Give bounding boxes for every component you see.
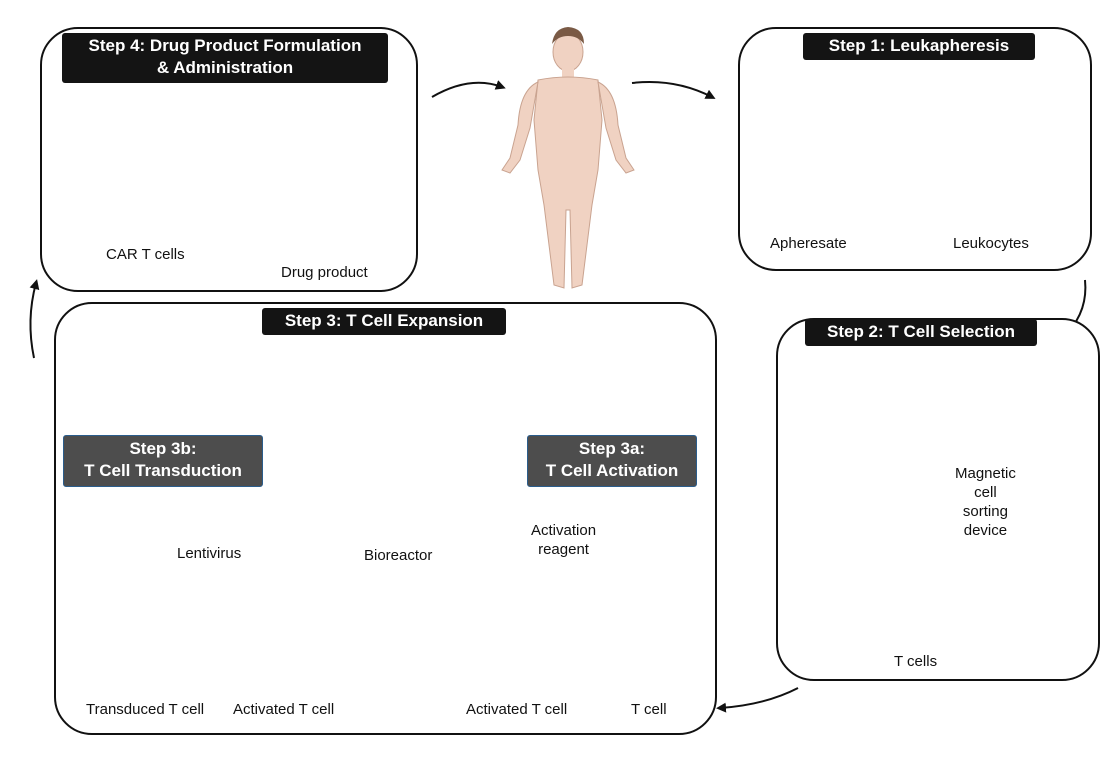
step1-title: Step 1: Leukapheresis — [803, 33, 1035, 60]
leukocytes-label: Leukocytes — [953, 235, 1029, 252]
lentivirus-label: Lentivirus — [177, 545, 242, 562]
step3a-title-line1: Step 3a: — [578, 439, 646, 458]
device-label-line1: Magnetic — [955, 465, 1016, 482]
drug-product-label: Drug product — [281, 264, 368, 281]
step3-title: Step 3: T Cell Expansion — [262, 308, 506, 335]
step3a-title-line2: T Cell Activation — [545, 461, 679, 480]
step1-panel — [738, 27, 1092, 271]
t-cell-label: T cell — [631, 701, 667, 718]
activated-t-cell-label-left: Activated T cell — [233, 701, 335, 718]
device-label-line3: sorting — [962, 503, 1008, 520]
t-cells-label: T cells — [894, 653, 938, 670]
step1-title-text: Step 1: Leukapheresis — [828, 36, 1010, 55]
activation-reagent-line2: reagent — [538, 541, 589, 558]
device-label-line4: device — [963, 522, 1008, 539]
step4-title: Step 4: Drug Product Formulation & Admin… — [62, 33, 388, 83]
activation-reagent-label: Activation reagent — [531, 521, 596, 559]
step2-panel — [776, 318, 1100, 681]
device-label-line2: cell — [974, 484, 997, 501]
step3-panel — [54, 302, 717, 735]
step4-title-line2: & Administration — [156, 58, 294, 77]
step3a-title: Step 3a: T Cell Activation — [527, 435, 697, 487]
activation-reagent-line1: Activation — [531, 522, 597, 539]
human-body-icon — [501, 27, 635, 289]
step3b-title-line1: Step 3b: — [129, 439, 197, 458]
car-t-cells-label: CAR T cells — [106, 246, 185, 263]
step3-title-text: Step 3: T Cell Expansion — [284, 311, 484, 330]
bioreactor-label: Bioreactor — [364, 547, 433, 564]
flow-arrows — [29, 80, 1087, 713]
step3b-title: Step 3b: T Cell Transduction — [63, 435, 263, 487]
apheresate-label: Apheresate — [770, 235, 847, 252]
activated-t-cell-label-right: Activated T cell — [466, 701, 568, 718]
device-label: Magnetic cell sorting device — [955, 464, 1016, 540]
step4-title-line1: Step 4: Drug Product Formulation — [88, 36, 362, 55]
step2-title-text: Step 2: T Cell Selection — [827, 322, 1015, 341]
step2-title: Step 2: T Cell Selection — [805, 319, 1037, 346]
step3b-title-line2: T Cell Transduction — [84, 461, 242, 480]
transduced-t-cell-label: Transduced T cell — [86, 701, 205, 718]
